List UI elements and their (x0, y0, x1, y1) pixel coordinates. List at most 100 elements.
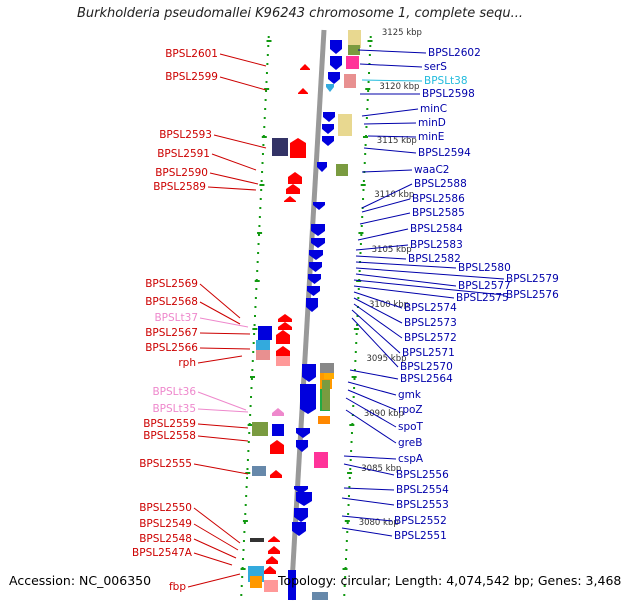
track-tick (353, 378, 356, 380)
gene-feature-reverse (252, 422, 268, 436)
track-tick (256, 261, 259, 263)
track-tick (246, 468, 249, 470)
gene-label-right: BPSL2584 (410, 223, 463, 235)
gene-label-left: BPSLt37 (154, 312, 198, 324)
track-tick (251, 369, 254, 371)
leader-line (355, 244, 409, 251)
gene-label-left: BPSL2589 (153, 181, 206, 193)
major-tick (266, 40, 272, 42)
leader-line (197, 435, 249, 442)
gene-feature-reverse (250, 576, 262, 588)
leader-line (357, 49, 427, 54)
gene-feature-reverse (288, 172, 302, 184)
gene-feature-forward (296, 492, 312, 506)
track-tick (261, 162, 264, 164)
scale-label: 3100 kbp (369, 300, 409, 310)
gene-feature-forward (322, 380, 330, 410)
major-tick (259, 184, 265, 186)
leader-line (353, 291, 403, 309)
gene-label-left: BPSL2555 (139, 458, 192, 470)
track-tick (345, 540, 348, 542)
track-tick (244, 513, 247, 515)
track-tick (364, 153, 367, 155)
track-tick (249, 405, 252, 407)
gene-label-left: BPSL2558 (143, 430, 196, 442)
track-tick (350, 441, 353, 443)
leader-line (343, 463, 395, 476)
gene-feature-reverse (276, 346, 290, 356)
gene-feature-forward (330, 40, 342, 54)
leader-line (207, 186, 257, 191)
track-tick (364, 144, 367, 146)
gene-feature-forward (302, 364, 316, 382)
track-tick (365, 117, 368, 119)
track-tick (357, 288, 360, 290)
leader-line (363, 122, 417, 125)
track-tick (248, 432, 251, 434)
track-tick (363, 162, 366, 164)
track-tick (263, 117, 266, 119)
gene-label-left: BPSLt35 (152, 403, 196, 415)
track-tick (257, 243, 260, 245)
gene-label-right: BPSL2573 (404, 317, 457, 329)
track-tick (258, 216, 261, 218)
map-title: Burkholderia pseudomallei K96243 chromos… (76, 6, 524, 21)
gene-label-left: rph (178, 357, 196, 369)
track-tick (245, 495, 248, 497)
track-tick (362, 180, 365, 182)
leader-line (361, 198, 411, 213)
gene-feature-reverse (276, 356, 290, 366)
track-tick (252, 342, 255, 344)
gene-feature-forward (322, 124, 334, 134)
gene-feature-forward (311, 238, 325, 248)
leader-line (345, 409, 397, 444)
gene-label-right: rpoZ (398, 404, 423, 416)
major-tick (261, 136, 267, 138)
gene-label-right: minC (420, 103, 447, 115)
gene-label-left: BPSL2549 (139, 518, 192, 530)
major-tick (264, 88, 270, 90)
track-tick (257, 252, 260, 254)
track-tick (247, 450, 250, 452)
gene-feature-forward (344, 74, 356, 88)
major-tick (342, 568, 348, 570)
leader-line (197, 423, 249, 429)
genome-stats-text: Topology: circular; Length: 4,074,542 bp… (278, 573, 621, 588)
track-tick (259, 198, 262, 200)
gene-feature-reverse (270, 470, 282, 478)
gene-feature-forward (294, 486, 308, 494)
major-tick (356, 280, 362, 282)
leader-line (219, 76, 267, 91)
leader-line (353, 285, 455, 299)
major-tick (240, 568, 246, 570)
leader-line (209, 172, 259, 185)
track-tick (344, 558, 347, 560)
leader-line (357, 228, 409, 241)
gene-label-left: BPSL2559 (143, 418, 196, 430)
gene-feature-forward (323, 112, 335, 122)
track-tick (354, 351, 357, 353)
track-tick (368, 72, 371, 74)
track-tick (247, 441, 250, 443)
track-tick (353, 387, 356, 389)
track-tick (360, 225, 363, 227)
leader-line (355, 261, 457, 269)
leader-line (359, 63, 423, 68)
leader-line (355, 267, 505, 280)
gene-feature-reverse (298, 88, 308, 94)
leader-line (349, 369, 399, 380)
leader-line (199, 347, 251, 350)
track-tick (250, 396, 253, 398)
track-tick (366, 108, 369, 110)
leader-line (213, 134, 267, 149)
major-tick (245, 472, 251, 474)
track-tick (350, 432, 353, 434)
track-tick (368, 54, 371, 56)
leader-line (361, 183, 413, 209)
track-tick (359, 252, 362, 254)
gene-label-left: BPSL2550 (139, 502, 192, 514)
leader-line (343, 487, 395, 491)
gene-label-right: BPSL2564 (400, 373, 453, 385)
gene-label-right: BPSL2577 (458, 280, 511, 292)
